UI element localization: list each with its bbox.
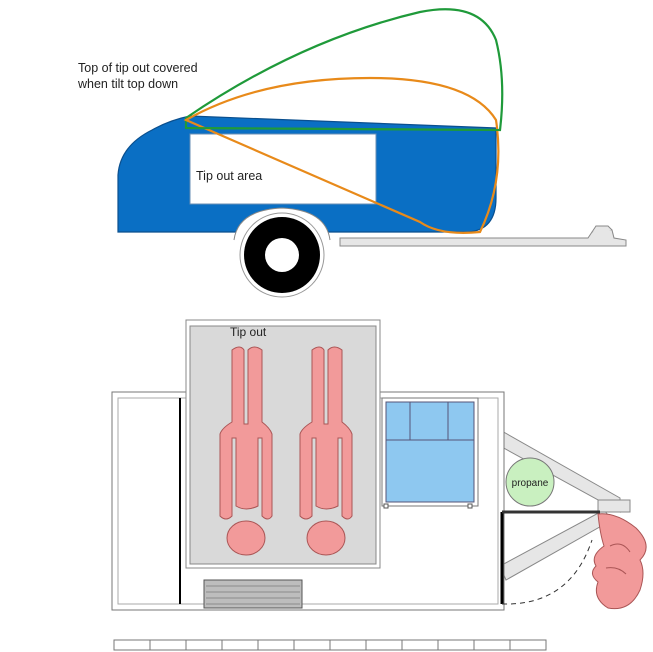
tip-out-window	[189, 133, 377, 205]
tilt-top-raised-outline	[184, 8, 504, 132]
covered-label-line1: Top of tip out covered	[78, 61, 198, 75]
tip-out-area-label: Tip out area	[196, 169, 262, 183]
tip-out-label: Tip out	[230, 325, 267, 339]
propane-label: propane	[512, 478, 549, 489]
tip-out-outline	[183, 76, 500, 234]
person-icon	[219, 346, 273, 556]
storage-box	[203, 579, 303, 609]
propane-tank-icon: propane	[505, 457, 555, 507]
galley-counter	[381, 397, 479, 509]
person-icon	[592, 513, 647, 610]
person-icon	[299, 346, 353, 556]
front-hatch	[500, 510, 600, 605]
wheel-icon	[233, 207, 331, 298]
covered-label-line2: when tilt top down	[77, 77, 178, 91]
hitch-icon	[339, 225, 627, 247]
scale-bar	[113, 639, 547, 651]
side-view: Top of tip out covered when tilt top dow…	[77, 8, 627, 298]
top-view: propane Tip out	[111, 319, 647, 611]
